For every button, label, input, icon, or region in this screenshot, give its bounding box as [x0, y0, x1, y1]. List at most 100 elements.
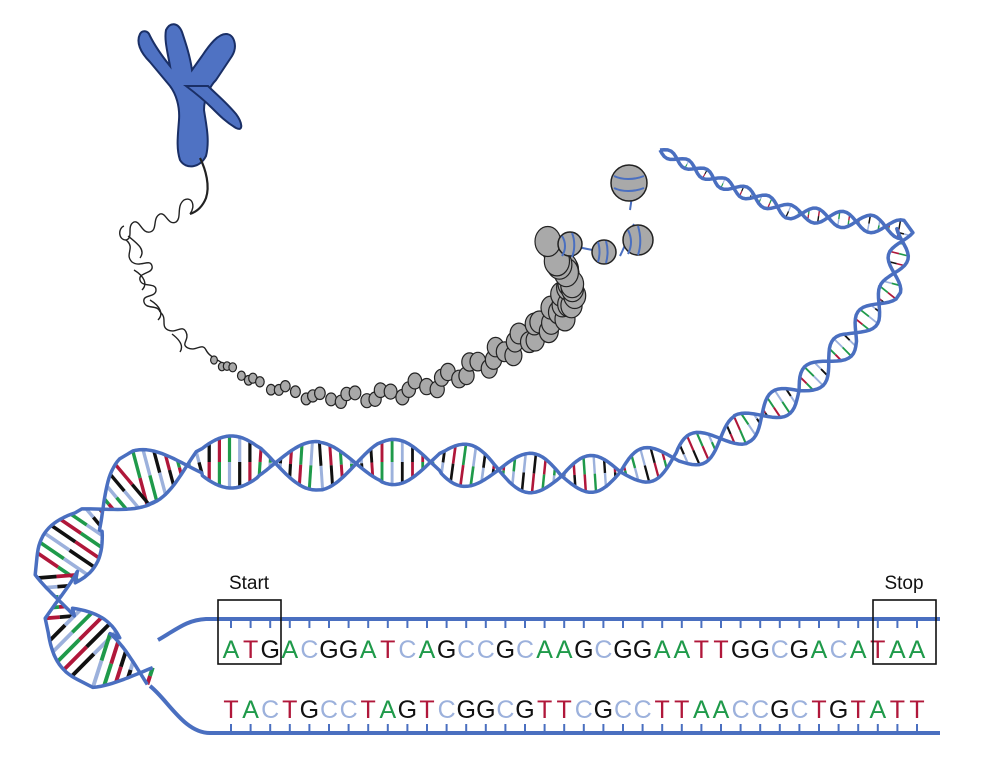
template-base-letter: G: [829, 696, 848, 724]
template-base-letter: A: [242, 696, 259, 724]
nucleosome-disc: [256, 377, 265, 387]
template-base-letter: C: [320, 696, 338, 724]
template-base-letter: C: [634, 696, 652, 724]
template-base-letter: T: [361, 696, 376, 724]
stop-label: Stop: [884, 573, 923, 594]
template-base-letter: G: [398, 696, 417, 724]
coding-base-letter: T: [243, 636, 258, 664]
coding-base-letter: G: [633, 636, 652, 664]
template-base-letter: C: [261, 696, 279, 724]
nucleosome-disc: [229, 363, 237, 372]
chromatin-coil-middle: [126, 240, 160, 312]
template-base-letter: C: [751, 696, 769, 724]
coding-base-letter: G: [437, 636, 456, 664]
chromatin-fiber: [120, 158, 226, 366]
beads-on-string: [558, 165, 653, 264]
coding-base-letter: C: [516, 636, 534, 664]
coding-base-letter: A: [811, 636, 828, 664]
template-base-letter: A: [379, 696, 396, 724]
coding-base-letter: A: [909, 636, 926, 664]
coding-base-letter: T: [694, 636, 709, 664]
template-base-letter: C: [496, 696, 514, 724]
nucleosome-disc: [315, 387, 326, 399]
coding-base-letter: C: [830, 636, 848, 664]
coding-base-letter: A: [556, 636, 573, 664]
coding-base-letter: A: [360, 636, 377, 664]
template-base-letter: T: [890, 696, 905, 724]
template-base-letter: C: [575, 696, 593, 724]
template-base-letter: T: [811, 696, 826, 724]
coding-base-letter: C: [457, 636, 475, 664]
template-base-letter: C: [790, 696, 808, 724]
coding-base-letter: C: [398, 636, 416, 664]
coding-base-letter: A: [536, 636, 553, 664]
template-base-letter: T: [223, 696, 238, 724]
coding-base-letter: A: [281, 636, 298, 664]
coding-base-letter: C: [771, 636, 789, 664]
coding-base-letter: A: [850, 636, 867, 664]
coding-base-letter: G: [750, 636, 769, 664]
coding-base-letter: A: [673, 636, 690, 664]
template-base-letter: G: [456, 696, 475, 724]
nucleosome-bead: [558, 232, 582, 257]
coding-base-letter: A: [654, 636, 671, 664]
template-base-letter: T: [537, 696, 552, 724]
coding-base-letter: G: [731, 636, 750, 664]
template-base-letter: T: [655, 696, 670, 724]
template-base-letter: T: [419, 696, 434, 724]
nucleosome-disc: [281, 381, 291, 392]
coding-base-letter: T: [380, 636, 395, 664]
template-base-letter: A: [869, 696, 886, 724]
template-base-letter: T: [851, 696, 866, 724]
coding-base-letter: G: [260, 636, 279, 664]
template-base-letter: G: [476, 696, 495, 724]
template-base-letter: G: [594, 696, 613, 724]
nucleosome-fiber: [211, 227, 586, 409]
coding-base-letter: G: [613, 636, 632, 664]
coding-base-letter: T: [713, 636, 728, 664]
nucleosome-disc: [326, 393, 337, 406]
template-base-letter: C: [614, 696, 632, 724]
template-base-letter: A: [693, 696, 710, 724]
coding-base-letter: C: [300, 636, 318, 664]
helix-backbone-strand-2: [35, 150, 913, 685]
coding-base-letter: G: [790, 636, 809, 664]
template-base-letter: T: [282, 696, 297, 724]
coding-base-letter: A: [889, 636, 906, 664]
template-base-letter: G: [515, 696, 534, 724]
template-base-letter: C: [438, 696, 456, 724]
coding-base-letter: C: [594, 636, 612, 664]
template-base-letter: G: [770, 696, 789, 724]
template-base-letter: T: [909, 696, 924, 724]
coding-base-letter: G: [339, 636, 358, 664]
nucleosome-disc: [211, 356, 218, 364]
nucleosome-bead: [623, 225, 653, 255]
template-base-letter: T: [674, 696, 689, 724]
template-base-letter: A: [713, 696, 730, 724]
coding-base-letter: C: [477, 636, 495, 664]
chromosome-arm-left: [138, 24, 234, 166]
chromatin-coil-upper: [120, 199, 193, 240]
template-base-letter: C: [732, 696, 750, 724]
nucleosome-bead: [611, 165, 647, 201]
dna-double-helix: [35, 150, 913, 688]
start-label: Start: [229, 573, 270, 594]
nucleosome-disc: [291, 386, 301, 398]
coding-base-letter: G: [574, 636, 593, 664]
chromosome-icon: [138, 24, 241, 166]
coding-base-letter: A: [223, 636, 240, 664]
nucleosome-disc: [535, 227, 561, 257]
template-base-letter: G: [300, 696, 319, 724]
nucleosome-disc: [384, 384, 397, 399]
nucleosome-bead: [592, 240, 616, 264]
coding-base-letter: G: [319, 636, 338, 664]
coding-base-letter: A: [419, 636, 436, 664]
nucleosome-disc: [349, 386, 361, 400]
helix-base-pairs: [38, 159, 911, 687]
template-base-letter: T: [557, 696, 572, 724]
template-base-letter: C: [340, 696, 358, 724]
